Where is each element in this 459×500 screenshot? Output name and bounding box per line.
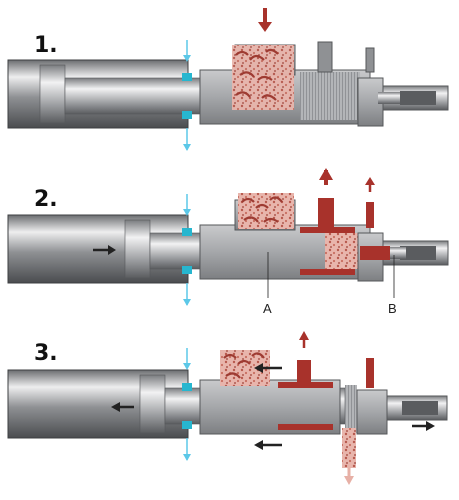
extruded-product	[342, 428, 356, 468]
piston	[39, 64, 66, 124]
coolant-arrow-head	[183, 144, 191, 151]
retract-arrow-head	[111, 402, 120, 412]
step-1-label: 1.	[34, 33, 58, 58]
nozzle-bore	[400, 246, 436, 260]
flow-arrow-head	[319, 168, 333, 180]
drop-arrow-head	[344, 476, 354, 485]
step-1: 1.	[7, 8, 449, 151]
coolant-arrow-head	[183, 209, 191, 216]
screw-thread	[345, 385, 357, 433]
coolant-arrow-head	[183, 454, 191, 461]
raw-material	[232, 45, 294, 110]
seal-icon	[182, 73, 192, 81]
melt-channel	[278, 424, 333, 430]
step-2-label: 2.	[34, 187, 58, 212]
output-riser	[297, 360, 311, 384]
output-riser	[318, 198, 334, 228]
raw-material	[238, 193, 294, 229]
retract-arrow-head	[254, 440, 263, 450]
vent-port	[317, 41, 333, 73]
mandrel	[378, 92, 400, 104]
melt-channel	[278, 382, 333, 388]
seal-icon	[182, 111, 192, 119]
seal-icon	[182, 421, 192, 429]
feed-arrow-head	[258, 22, 272, 32]
piston	[124, 219, 151, 279]
step-3-label: 3.	[34, 341, 58, 366]
coolant-arrow-head	[183, 55, 191, 62]
screw-thread	[300, 72, 360, 120]
step-2: 2. A	[7, 168, 449, 316]
seal-icon	[182, 383, 192, 391]
seal-icon	[182, 228, 192, 236]
flow-arrow-head	[365, 177, 375, 185]
melt-channel	[300, 269, 355, 275]
compressed-material	[325, 233, 360, 269]
seal-icon	[182, 266, 192, 274]
callout-a: A	[263, 301, 272, 316]
mandrel	[390, 247, 406, 259]
push-arrow-head	[108, 245, 116, 255]
vent-port	[365, 47, 375, 73]
callout-b: B	[388, 301, 397, 316]
step-3: 3.	[7, 331, 448, 485]
extruded-strand	[360, 246, 390, 260]
piston	[139, 374, 166, 434]
melt-channel	[300, 227, 355, 233]
output-riser	[366, 358, 374, 388]
output-riser	[366, 202, 374, 228]
push-arrow-head	[426, 421, 435, 431]
coolant-arrow-head	[183, 299, 191, 306]
raw-material	[220, 350, 270, 386]
nozzle-bore	[400, 91, 436, 105]
nozzle-bore	[402, 401, 438, 415]
retract-arrow-head	[254, 363, 263, 373]
coolant-arrow-head	[183, 363, 191, 370]
flow-arrow-head	[299, 331, 309, 340]
die-block	[356, 389, 388, 435]
